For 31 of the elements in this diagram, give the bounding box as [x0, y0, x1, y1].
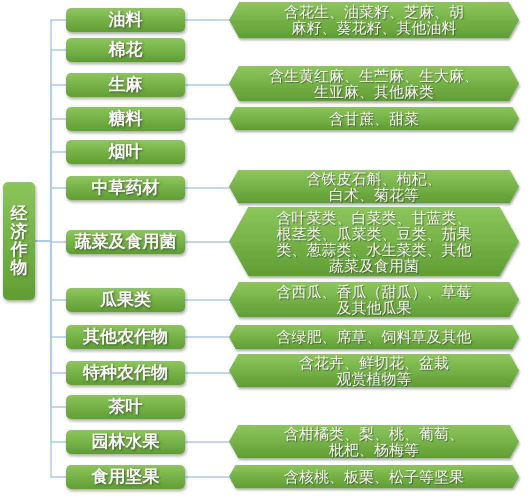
description-hexagon: 含铁皮石斛、枸杞、白术、菊花等	[229, 170, 519, 203]
category-box: 糖料	[66, 107, 185, 131]
description-hexagon: 含花生、油菜籽、芝麻、胡麻籽、葵花籽、其他油料	[229, 2, 519, 38]
connector-line	[185, 372, 230, 374]
category-box: 其他农作物	[66, 325, 185, 349]
root-box: 经济作物	[3, 182, 35, 300]
category-box: 瓜果类	[66, 288, 185, 312]
connector-line	[185, 441, 230, 443]
category-box: 园林水果	[66, 430, 185, 454]
category-box: 烟叶	[66, 140, 185, 164]
connector-line	[185, 476, 230, 478]
connector-line	[185, 19, 229, 21]
description-hexagon: 含柑橘类、梨、桃、葡萄、枇杷、杨梅等	[229, 425, 519, 458]
description-hexagon: 含生黄红麻、生苎麻、生大麻、生亚麻、其他麻类	[229, 66, 519, 101]
description-hexagon: 含西瓜、香瓜（甜瓜）、草莓及其他瓜果	[229, 282, 519, 317]
connector-line	[185, 84, 230, 86]
connector-line	[185, 299, 230, 301]
category-box: 棉花	[66, 38, 185, 62]
connector-line	[185, 187, 230, 189]
category-box: 茶叶	[66, 395, 185, 419]
category-box: 特种农作物	[66, 361, 185, 385]
category-box: 食用坚果	[66, 465, 185, 489]
category-box: 生麻	[66, 73, 185, 97]
category-box: 蔬菜及食用菌	[66, 230, 185, 254]
category-box: 油料	[66, 8, 185, 32]
category-box: 中草药材	[66, 176, 185, 200]
connector-line	[185, 241, 230, 243]
connector-line	[185, 336, 229, 338]
connector-line	[185, 118, 230, 120]
description-hexagon: 含叶菜类、白菜类、甘蓝类、根茎类、瓜菜类、豆类、茄果类、葱蒜类、水生菜类、其他蔬菜及食用菌	[229, 207, 519, 276]
description-hexagon: 含花卉、鲜切花、盆栽观赏植物等	[229, 354, 519, 387]
